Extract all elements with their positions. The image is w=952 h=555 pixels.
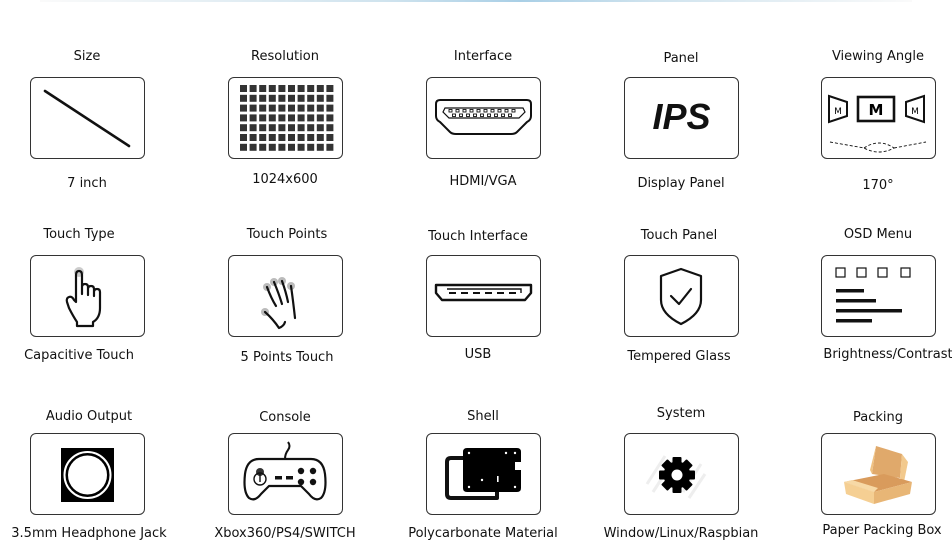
viewing-angle-icon: M M M [821,77,936,159]
spec-value: Polycarbonate Material [408,526,558,541]
shield-check-icon [624,255,739,337]
spec-title: Touch Panel [640,228,718,243]
spec-value: Capacitive Touch [24,348,134,363]
spec-value: 170° [862,178,894,193]
spec-title: Shell [467,409,499,424]
spec-title: Interface [453,49,513,64]
ips-label: IPS [652,96,711,137]
spec-value: Brightness/Contrast [823,347,952,362]
usb-port-icon [426,255,541,337]
spec-value: Tempered Glass [627,349,731,364]
spec-value: Window/Linux/Raspbian [603,526,759,541]
spec-title: Audio Output [45,409,133,424]
spec-title: Resolution [251,49,319,64]
spec-title: Packing [852,410,903,425]
spec-title: Panel [663,51,699,66]
svg-text:M: M [869,101,884,119]
spec-value: 7 inch [67,176,107,191]
top-divider [40,0,912,2]
svg-text:M: M [834,107,842,117]
svg-text:M: M [911,107,919,117]
spec-title: Touch Type [43,227,115,242]
ips-icon: IPS [624,77,739,159]
spec-title: System [656,406,706,421]
spec-title: OSD Menu [843,227,913,242]
cardboard-box-icon [821,433,936,515]
hdmi-port-icon [426,77,541,159]
diagonal-line-icon [30,77,145,159]
headphone-jack-icon [30,433,145,515]
spec-value: 5 Points Touch [240,350,334,365]
spec-value: Display Panel [637,176,725,191]
spec-title: Size [73,49,101,64]
spec-title: Touch Interface [428,229,528,244]
finger-touch-icon [30,255,145,337]
spec-value: 3.5mm Headphone Jack [11,526,167,541]
gear-icon [624,433,739,515]
osd-menu-icon [821,255,936,337]
spec-value: Xbox360/PS4/SWITCH [214,526,356,541]
spec-title: Console [259,410,311,425]
hand-multitouch-icon [228,255,343,337]
spec-title: Touch Points [246,227,328,242]
pixel-grid-icon [228,77,343,159]
spec-value: 1024x600 [252,172,318,187]
gamepad-icon [228,433,343,515]
spec-value: USB [464,347,492,362]
spec-value: HDMI/VGA [449,174,517,189]
spec-value: Paper Packing Box [822,523,942,538]
case-shell-icon [426,433,541,515]
spec-title: Viewing Angle [831,49,925,64]
